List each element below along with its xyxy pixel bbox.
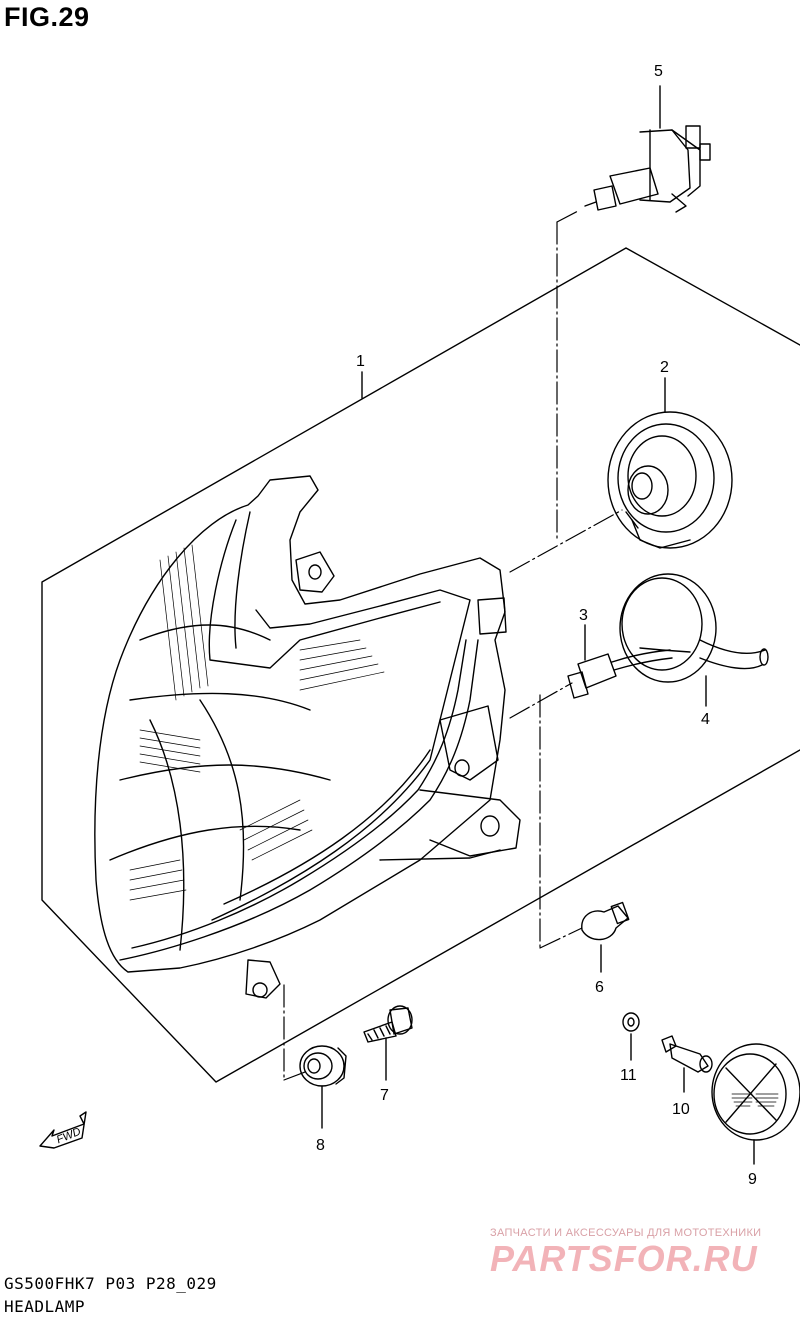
- callout-8: 8: [316, 1137, 325, 1154]
- part-9-reflector: [711, 1043, 800, 1165]
- watermark-tagline: ЗАПЧАСТИ И АКСЕССУАРЫ ДЛЯ МОТОТЕХНИКИ: [490, 1227, 762, 1239]
- part-7-screw: [363, 1005, 413, 1081]
- callout-11: 11: [620, 1067, 637, 1084]
- watermark-logo: PARTSFOR.RU: [490, 1238, 758, 1279]
- fwd-arrow: [39, 1111, 87, 1149]
- callout-7: 7: [380, 1087, 389, 1104]
- part-5-bulb: [584, 85, 711, 213]
- part-6-wedge-bulb: [581, 901, 630, 973]
- figure-code: GS500FHK7 P03 P28_029: [4, 1274, 217, 1293]
- align-line-pos-bottom: [539, 927, 583, 949]
- align-line-socket: [509, 509, 623, 573]
- part-2-socket-seat: [607, 377, 733, 549]
- callout-3: 3: [579, 607, 588, 624]
- align-line-bulb-top: [556, 209, 581, 223]
- callout-10: 10: [672, 1101, 690, 1118]
- part-3-position-socket: [567, 624, 673, 699]
- part-8-grommet: [299, 1045, 347, 1129]
- part-10-stud: [661, 1035, 713, 1093]
- part-4-rubber-boot: [619, 573, 769, 707]
- callout-1: 1: [356, 353, 365, 370]
- part-1-headlamp-assembly: [94, 475, 521, 999]
- figure-name: HEADLAMP: [4, 1297, 86, 1316]
- callout-2: 2: [660, 359, 669, 376]
- part-11-washer: [622, 1012, 640, 1061]
- assembly-panel-outline: [41, 247, 800, 1083]
- callout-6: 6: [595, 979, 604, 996]
- figure-title: FIG.29: [4, 2, 90, 32]
- callout-4: 4: [701, 711, 710, 728]
- align-line-wire: [509, 682, 573, 719]
- callout-5: 5: [654, 63, 663, 80]
- callout-9: 9: [748, 1171, 757, 1188]
